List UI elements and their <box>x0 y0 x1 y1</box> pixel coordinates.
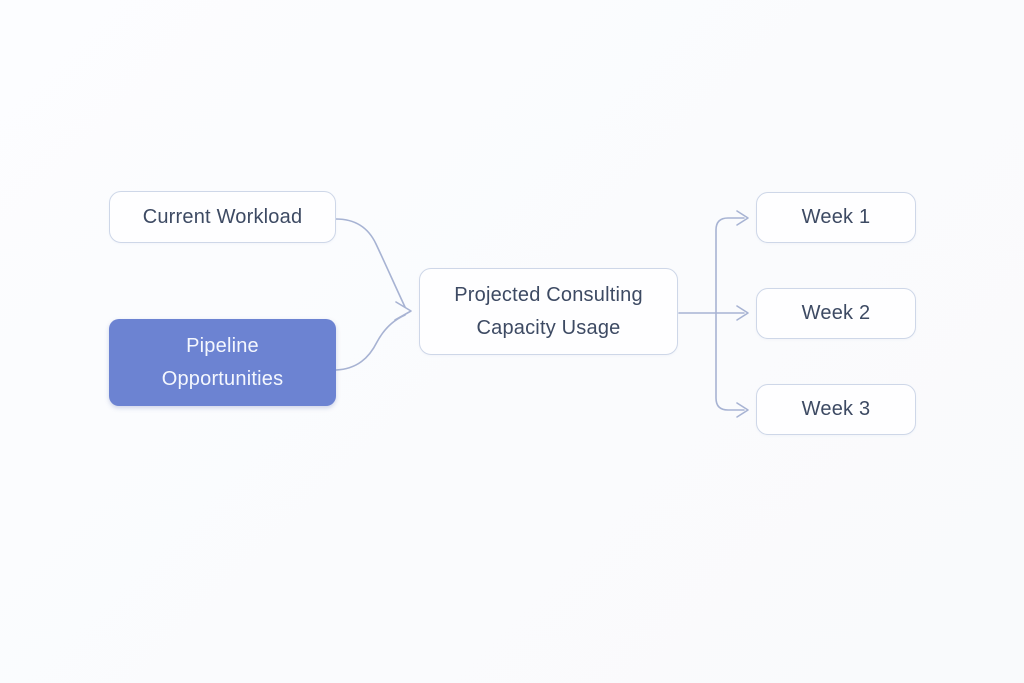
edge-center-to-week-3 <box>715 312 745 411</box>
node-week-3-label: Week 3 <box>801 398 871 421</box>
node-projected-capacity-label: Projected Consulting Capacity Usage <box>454 284 643 339</box>
node-week-2[interactable]: Week 2 <box>756 288 916 339</box>
node-week-2-label: Week 2 <box>801 302 871 325</box>
node-current-workload-label: Current Workload <box>142 205 303 228</box>
edge-current-workload-to-center <box>335 218 406 308</box>
node-pipeline-opportunities-label: Pipeline Opportunities <box>161 335 284 390</box>
node-projected-capacity[interactable]: Projected Consulting Capacity Usage <box>419 268 678 355</box>
edge-pipeline-to-center <box>335 314 406 371</box>
arrowhead-week-1-icon <box>736 210 749 226</box>
edge-center-to-week-1 <box>715 217 745 314</box>
node-week-1[interactable]: Week 1 <box>756 192 916 243</box>
node-current-workload[interactable]: Current Workload <box>109 191 336 243</box>
node-week-1-label: Week 1 <box>801 206 871 229</box>
arrowhead-week-2-icon <box>736 305 749 321</box>
node-week-3[interactable]: Week 3 <box>756 384 916 435</box>
arrowhead-week-3-icon <box>736 402 749 418</box>
arrowhead-into-center-icon <box>394 301 412 321</box>
node-pipeline-opportunities[interactable]: Pipeline Opportunities <box>109 319 336 406</box>
